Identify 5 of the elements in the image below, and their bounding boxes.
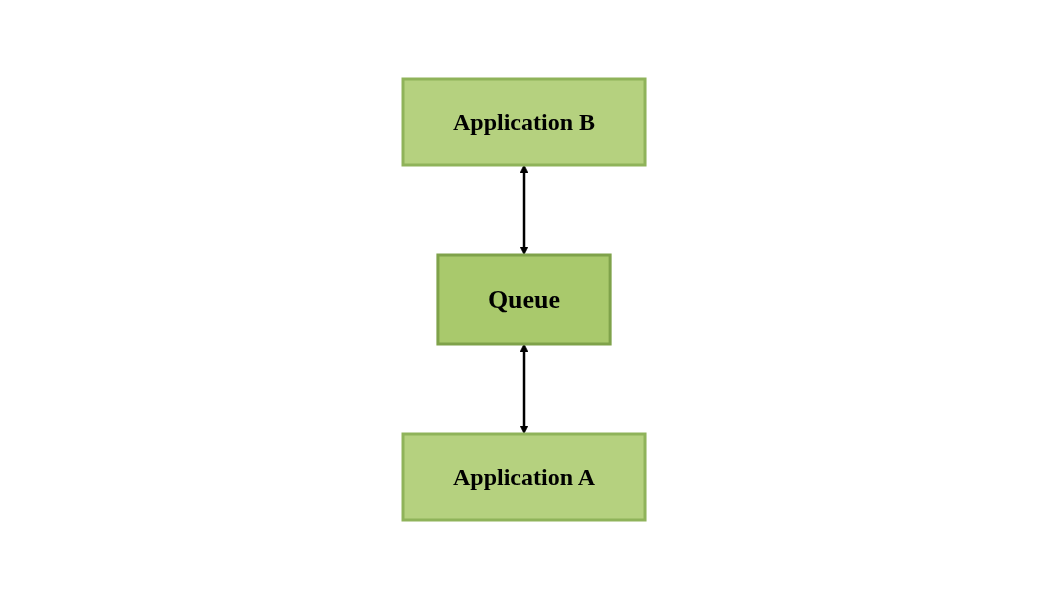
node-box: Queue bbox=[436, 253, 613, 345]
node-box: Application B bbox=[402, 77, 647, 166]
node-box: Application A bbox=[402, 432, 647, 521]
arrow bbox=[520, 343, 529, 434]
arrow bbox=[520, 164, 529, 255]
